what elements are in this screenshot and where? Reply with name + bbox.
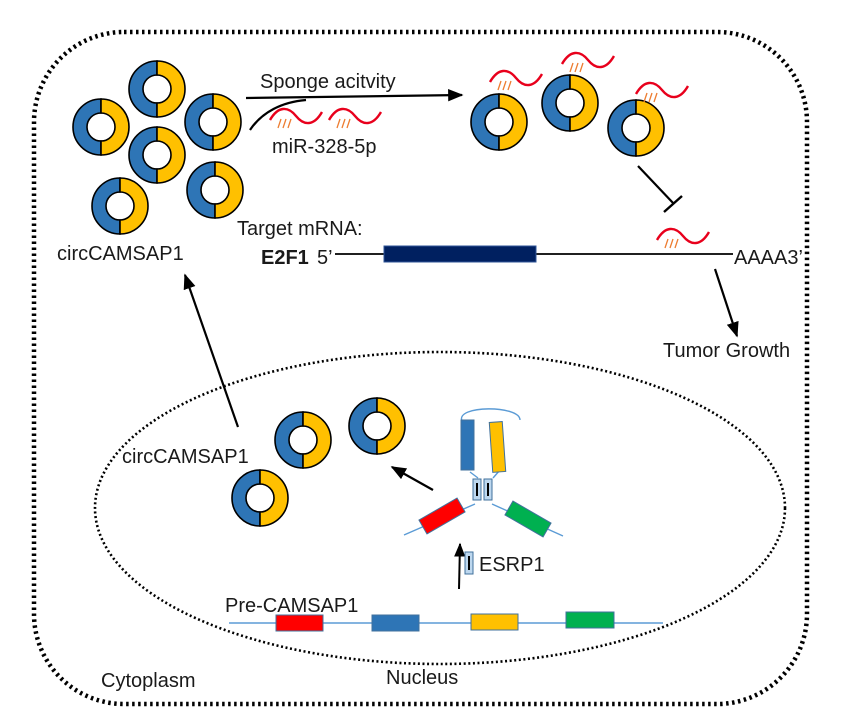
pre-exon-blue <box>371 614 420 632</box>
circrna-icon <box>607 99 665 157</box>
circrna-icon <box>72 98 130 156</box>
circrna-icon <box>470 93 528 151</box>
circrna-icon <box>274 411 332 469</box>
backsplicing-structure <box>403 408 564 538</box>
mirna-icon <box>655 227 711 250</box>
circrna-icon <box>541 74 599 132</box>
inhibition-bar <box>663 195 683 213</box>
inhibition-line <box>637 165 675 205</box>
circrna-icon <box>128 126 186 184</box>
cds-block <box>383 245 537 263</box>
circularization-arrow <box>390 466 434 491</box>
sponge-activity-label: Sponge acitvity <box>260 71 396 93</box>
mirna-icon <box>560 51 616 74</box>
pre-exon-yellow <box>470 613 519 631</box>
mirna-icon <box>268 107 324 130</box>
circrna-cluster <box>72 60 244 235</box>
exon-red <box>418 497 466 535</box>
tumor-growth-label: Tumor Growth <box>663 340 790 362</box>
circrna-icon <box>91 177 149 235</box>
gene-label: E2F1 <box>261 247 309 269</box>
sponge-curve <box>249 98 307 131</box>
three-prime-label: AAAA3’ <box>734 247 803 269</box>
nuclear-envelope <box>93 350 787 666</box>
tumor-growth-arrow <box>713 268 739 338</box>
circrna-icon <box>231 469 289 527</box>
circrna-icon <box>186 161 244 219</box>
circrna-icon <box>348 397 406 455</box>
exon-blue <box>460 419 475 471</box>
esrp1-label: ESRP1 <box>479 554 545 576</box>
exon-yellow <box>488 421 507 473</box>
target-mrna-label: Target mRNA: <box>237 218 363 240</box>
mirna-label: miR-328-5p <box>272 136 376 158</box>
exon-green <box>504 500 552 538</box>
cell-membrane <box>31 29 810 707</box>
circrna-icon <box>184 93 242 151</box>
pre-exon-red <box>275 614 324 632</box>
sponge-arrow <box>245 89 464 102</box>
nucleus-label: Nucleus <box>386 667 458 689</box>
mirna-icon <box>634 81 690 104</box>
export-arrow <box>183 273 240 428</box>
pre-exon-green <box>565 611 615 629</box>
cytoplasm-label: Cytoplasm <box>101 670 195 692</box>
five-prime-label: 5’ <box>317 247 333 269</box>
mirna-icon <box>488 69 544 92</box>
pre-camsap1-label: Pre-CAMSAP1 <box>225 595 358 617</box>
circrna-icon <box>128 60 186 118</box>
mirna-icon <box>327 107 383 130</box>
circcamsap1-nucleus-label: circCAMSAP1 <box>122 446 249 468</box>
sponged-circrna-group <box>470 51 690 157</box>
esrp1-arrow <box>454 542 466 590</box>
circcamsap1-cytoplasm-label: circCAMSAP1 <box>57 243 184 265</box>
